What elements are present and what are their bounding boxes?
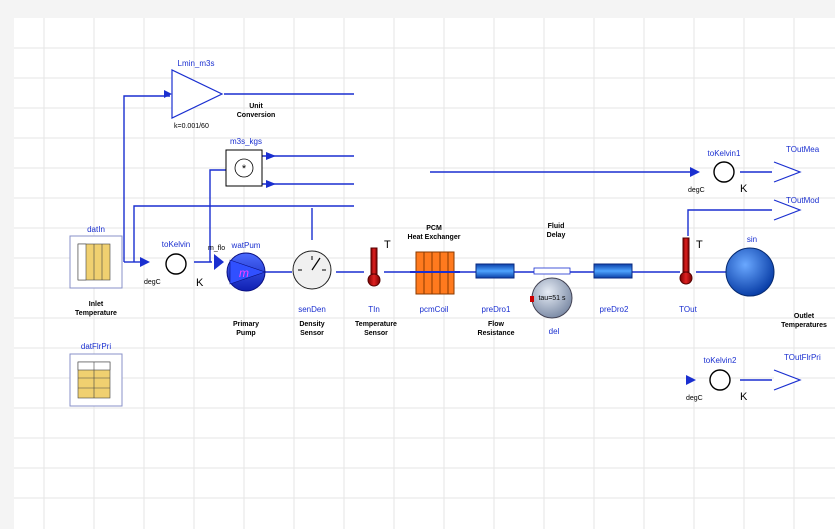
TOutMod-label: TOutMod xyxy=(786,196,819,205)
fluid-delay[interactable]: tau=51 s del Fluid Delay xyxy=(530,223,573,336)
density-sensor[interactable]: senDen Density Sensor xyxy=(292,250,332,337)
TOutMea-label: TOutMea xyxy=(786,145,820,154)
output-TOutMod[interactable]: TOutMod xyxy=(773,196,819,221)
mflow-input[interactable]: m_flo xyxy=(208,245,225,270)
sink-caption-2: Temperatures xyxy=(781,322,827,329)
TIn-name: TIn xyxy=(368,305,380,314)
product-name: m3s_kgs xyxy=(230,137,262,146)
pump-caption-2: Pump xyxy=(236,330,255,337)
pcm-caption-1: PCM xyxy=(426,225,442,232)
flow-resistance-2[interactable]: preDro2 xyxy=(593,263,633,314)
gain-param: k=0.001/60 xyxy=(174,123,209,130)
datIn-name: datIn xyxy=(87,225,105,234)
TOut-name: TOut xyxy=(679,305,697,314)
toKelvin-name: toKelvin xyxy=(162,240,190,249)
pipe1-name: preDro1 xyxy=(482,305,511,314)
gain-caption-2: Conversion xyxy=(237,112,276,119)
pump-name: watPum xyxy=(231,241,261,250)
product-block[interactable]: * m3s_kgs xyxy=(225,137,276,188)
flow-resistance-1[interactable]: preDro1 Flow Resistance xyxy=(475,263,515,337)
pcm-caption-2: Heat Exchanger xyxy=(408,234,461,241)
product-symbol: * xyxy=(242,163,247,175)
TIn-caption-2: Sensor xyxy=(364,330,388,337)
TOutFlrPri-label: TOutFlrPri xyxy=(784,353,821,362)
delay-caption-2: Delay xyxy=(547,232,566,239)
toKelvin-out-unit: K xyxy=(196,277,204,289)
toKelvin-in-unit: degC xyxy=(144,279,161,286)
delay-name: del xyxy=(549,327,560,336)
density-caption-1: Density xyxy=(299,321,324,328)
gain-caption-1: Unit xyxy=(249,103,263,110)
toKelvin1-in-unit: degC xyxy=(688,187,705,194)
mflow-label: m_flo xyxy=(208,245,225,252)
output-TOutFlrPri[interactable]: TOutFlrPri xyxy=(773,353,821,391)
density-caption-2: Sensor xyxy=(300,330,324,337)
signal-connections xyxy=(123,93,772,381)
gain-name: Lmin_m3s xyxy=(178,59,215,68)
sink-caption-1: Outlet xyxy=(794,313,815,320)
unit-conversion-gain[interactable]: Lmin_m3s k=0.001/60 Unit Conversion xyxy=(164,59,275,130)
pipe1-caption-1: Flow xyxy=(488,321,504,328)
toKelvin2-out-unit: K xyxy=(740,391,748,403)
toKelvin2-in-unit: degC xyxy=(686,395,703,402)
toKelvin-block[interactable]: toKelvin degC K xyxy=(140,240,204,289)
outlet-sink[interactable]: sin Outlet Temperatures xyxy=(725,235,827,329)
datIn-block[interactable]: datIn Inlet Temperature xyxy=(69,225,123,317)
pipe1-caption-2: Resistance xyxy=(478,330,515,337)
pcm-name: pcmCoil xyxy=(420,305,449,314)
datFlrPri-block[interactable]: datFlrPri xyxy=(69,342,123,407)
pcm-heat-exchanger[interactable]: pcmCoil PCM Heat Exchanger xyxy=(408,225,461,314)
TIn-symbol: T xyxy=(384,239,391,251)
pump-symbol: m xyxy=(239,266,249,280)
temperature-sensor-out[interactable]: T TOut xyxy=(679,237,703,314)
toKelvin1-out-unit: K xyxy=(740,183,748,195)
delay-caption-1: Fluid xyxy=(548,223,565,230)
toKelvin1-name: toKelvin1 xyxy=(708,149,741,158)
datIn-caption-2: Temperature xyxy=(75,310,117,317)
primary-pump[interactable]: m watPum Primary Pump xyxy=(226,241,266,337)
TIn-caption-1: Temperature xyxy=(355,321,397,328)
pipe2-name: preDro2 xyxy=(600,305,629,314)
temperature-sensor-in[interactable]: T TIn Temperature Sensor xyxy=(355,239,397,337)
datFlrPri-name: datFlrPri xyxy=(81,342,111,351)
sink-name: sin xyxy=(747,235,757,244)
density-name: senDen xyxy=(298,305,326,314)
TOut-symbol: T xyxy=(696,239,703,251)
toKelvin2-name: toKelvin2 xyxy=(704,356,737,365)
datIn-caption-1: Inlet xyxy=(89,301,104,308)
toKelvin1-block[interactable]: toKelvin1 degC K xyxy=(688,149,748,195)
delay-param: tau=51 s xyxy=(538,295,566,302)
toKelvin2-block[interactable]: toKelvin2 degC K xyxy=(686,356,748,403)
output-TOutMea[interactable]: TOutMea xyxy=(773,145,820,183)
pump-caption-1: Primary xyxy=(233,321,259,328)
